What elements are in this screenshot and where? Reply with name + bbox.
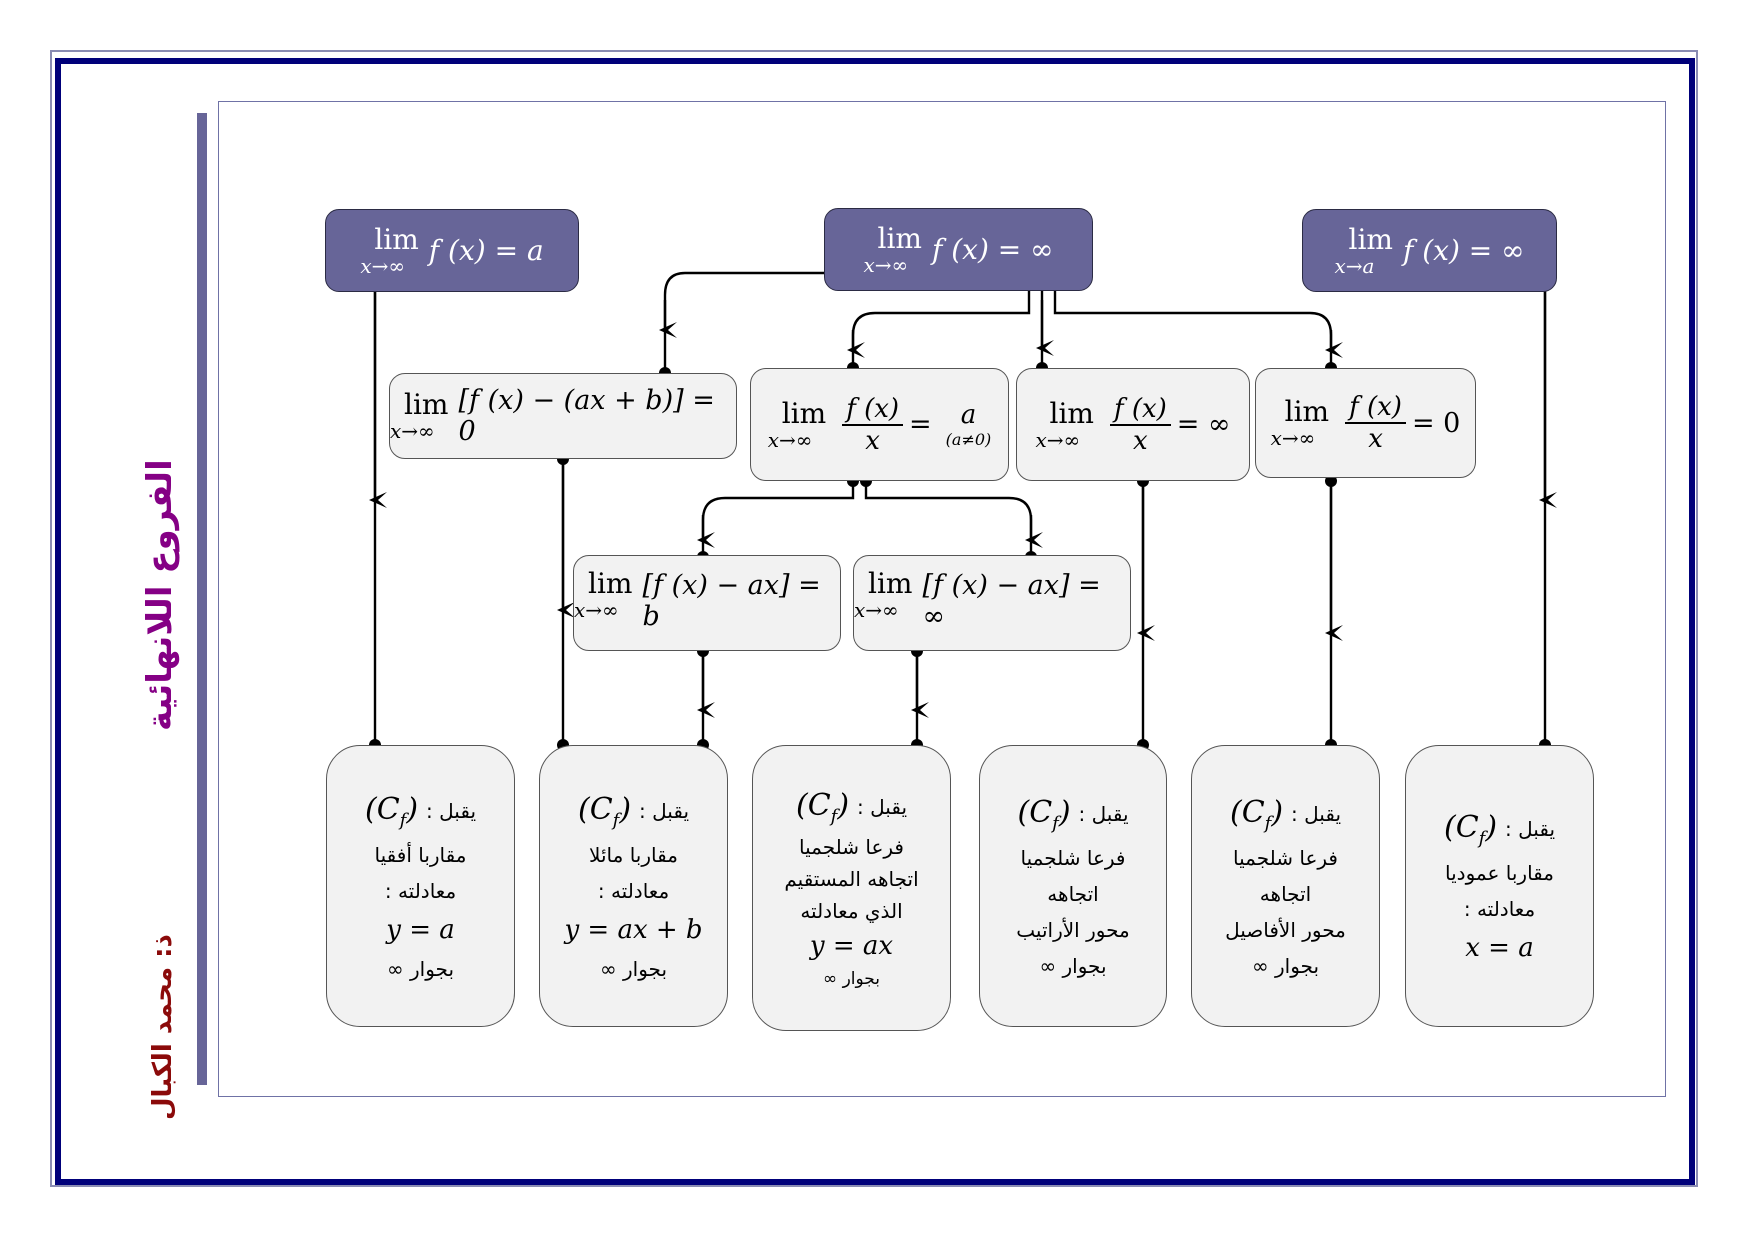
curve-symbol: (Cf) — [1229, 794, 1284, 834]
accepts-label: يقبل : — [1505, 817, 1556, 841]
lim-subscript: x→∞ — [390, 419, 435, 443]
lim-subscript: x→∞ — [767, 427, 813, 452]
lim-label: lim — [374, 222, 419, 256]
link-ratio-a-diff-inf — [864, 481, 1033, 557]
link-ratio-a-diff-b — [701, 481, 855, 557]
result-line: معادلته : — [384, 878, 457, 903]
neighborhood-label: بجوار ∞ — [386, 956, 455, 981]
numerator: f (x) — [842, 394, 904, 426]
curve-symbol: (Cf) — [364, 791, 419, 831]
fraction: f (x)x — [842, 394, 904, 456]
lim-subscript: x→∞ — [863, 252, 909, 277]
side-bar — [197, 113, 207, 1085]
accepts-label: يقبل : — [1078, 802, 1129, 826]
result-vertical-asymptote: يقبل : (Cf) مقاربا عموديا معادلته : x = a — [1405, 745, 1594, 1027]
accepts-label: يقبل : — [426, 799, 477, 823]
result-parabolic-branch-y-axis: يقبل : (Cf) فرعا شلجميا اتجاهه محور الأرا… — [979, 745, 1167, 1027]
dot — [1325, 475, 1337, 487]
asymptote-equation: y = a — [386, 914, 455, 945]
result-parabolic-branch-x-axis: يقبل : (Cf) فرعا شلجميا اتجاهه محور الأفا… — [1191, 745, 1380, 1027]
limit-value: = 0 — [1411, 407, 1461, 439]
limit-expression: [f (x) − (ax + b)] = 0 — [458, 385, 715, 447]
limit-expression: [f (x) − ax] = ∞ — [922, 570, 1101, 632]
accepts-label: يقبل : — [639, 799, 690, 823]
result-line: مقاربا عموديا — [1445, 860, 1554, 885]
condition-note: (a≠0) — [945, 430, 992, 449]
denominator: x — [1368, 424, 1383, 454]
neighborhood-label: بجوار ∞ — [823, 968, 880, 989]
page-border-navy — [55, 58, 1695, 1185]
accepts-label: يقبل : — [1291, 802, 1342, 826]
lim-label: lim — [1049, 396, 1094, 430]
denominator: x — [1133, 425, 1148, 456]
neighborhood-label: بجوار ∞ — [1039, 953, 1107, 978]
result-line: اتجاهه — [1259, 881, 1312, 906]
limit-expression: f (x) = ∞ — [1402, 234, 1525, 267]
result-line: فرعا شلجميا — [1020, 845, 1126, 870]
link-h2-ratio-a — [851, 291, 1031, 368]
fraction: f (x)x — [1109, 394, 1171, 456]
fraction: f (x)x — [1345, 392, 1406, 454]
denominator: x — [865, 425, 880, 456]
result-horizontal-asymptote: يقبل :(Cf) مقاربا أفقيا معادلته : y = a … — [326, 745, 515, 1027]
lim-label: lim — [877, 221, 922, 255]
result-line: الذي معادلته — [800, 898, 903, 923]
curve-symbol: (Cf) — [1017, 794, 1071, 834]
curve-symbol: (Cf) — [577, 791, 632, 831]
accepts-label: يقبل : — [857, 795, 908, 819]
curve-symbol: (Cf) — [1443, 809, 1498, 849]
result-line: مقاربا مائلا — [589, 842, 678, 867]
lim-subscript: x→∞ — [360, 253, 406, 278]
page-border-outer — [50, 50, 1698, 1187]
limit-value: = ∞ — [1176, 409, 1231, 440]
lim-label: lim — [404, 388, 449, 421]
result-line: فرعا شلجميا — [1233, 845, 1338, 870]
limit-value: a — [960, 400, 977, 430]
direction-equation: y = ax — [809, 930, 894, 961]
result-oblique-asymptote: يقبل : (Cf) مقاربا مائلا معادلته : y = ax… — [539, 745, 728, 1027]
lim-subscript: x→a — [1334, 253, 1375, 278]
result-line: اتجاهه — [1047, 881, 1099, 906]
lim-subscript: x→∞ — [854, 598, 899, 622]
curve-symbol: (Cf) — [795, 787, 850, 827]
content-frame — [218, 101, 1666, 1097]
numerator: f (x) — [1345, 392, 1406, 424]
lim-label: lim — [868, 567, 913, 600]
equals-sign: = — [909, 409, 932, 440]
limit-expression: f (x) = a — [428, 234, 544, 267]
lim-label: lim — [1284, 395, 1330, 428]
result-line: معادلته : — [597, 878, 670, 903]
asymptote-equation: x = a — [1465, 932, 1534, 963]
result-line: فرعا شلجميا — [799, 834, 904, 859]
asymptote-equation: y = ax + b — [564, 914, 703, 945]
result-line: اتجاهه المستقيم — [784, 866, 919, 891]
result-line: معادلته : — [1463, 896, 1536, 921]
numerator: f (x) — [1109, 394, 1171, 426]
result-line: محور الأراتيب — [1016, 917, 1130, 942]
link-h2-oblique — [663, 271, 824, 373]
lim-subscript: x→∞ — [574, 598, 619, 622]
result-line: مقاربا أفقيا — [374, 842, 467, 867]
lim-label: lim — [781, 396, 827, 430]
lim-label: lim — [1348, 222, 1393, 256]
link-h2-ratio-zero — [1053, 291, 1333, 368]
limit-expression: f (x) = ∞ — [931, 233, 1054, 266]
neighborhood-label: بجوار ∞ — [599, 956, 668, 981]
neighborhood-label: بجوار ∞ — [1251, 953, 1320, 978]
lim-subscript: x→∞ — [1035, 427, 1081, 452]
lim-label: lim — [588, 567, 633, 600]
result-parabolic-branch-line: يقبل : (Cf) فرعا شلجميا اتجاهه المستقيم ا… — [752, 745, 951, 1031]
lim-subscript: x→∞ — [1270, 426, 1316, 450]
limit-expression: [f (x) − ax] = b — [642, 570, 821, 632]
result-line: محور الأفاصيل — [1225, 917, 1346, 942]
